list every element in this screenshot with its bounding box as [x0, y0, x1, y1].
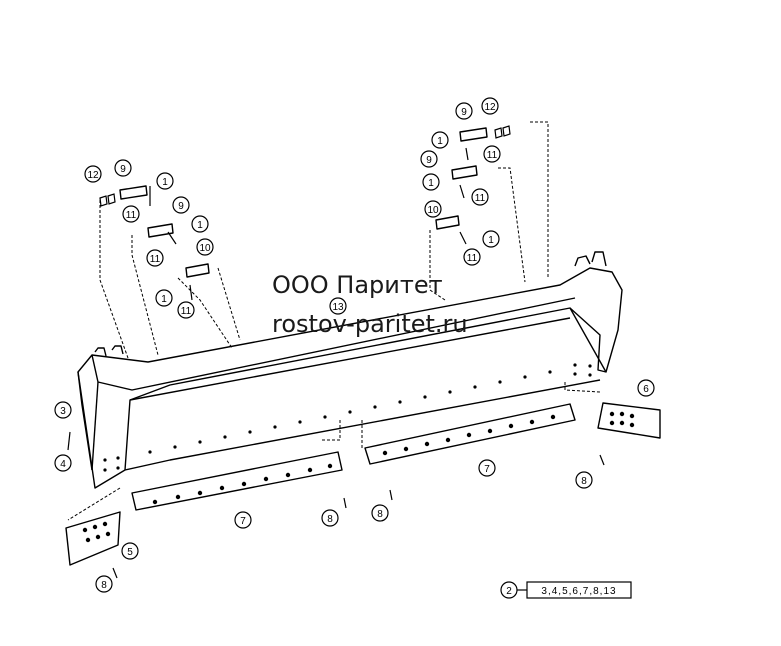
callout-1: 1: [161, 294, 167, 305]
callout-8: 8: [101, 580, 107, 591]
pin-10a: [185, 263, 210, 278]
pin-9c: [459, 127, 488, 142]
callout-labels: 9 12 1 11 9 1 11 10 1 11 13 9 12 1 11 9 …: [60, 102, 649, 597]
hardware: [67, 125, 605, 579]
end-bit-left: [65, 511, 121, 566]
callout-3: 3: [60, 406, 66, 417]
callout-1: 1: [428, 178, 434, 189]
callout-markers: [54, 97, 655, 599]
callout-8: 8: [377, 509, 383, 520]
cutting-edge-right: [364, 403, 576, 465]
callout-11: 11: [126, 210, 137, 221]
callout-11: 11: [467, 253, 478, 264]
callout-1: 1: [197, 220, 203, 231]
callout-1: 1: [162, 177, 168, 188]
callout-1: 1: [437, 136, 443, 147]
callout-6: 6: [643, 384, 649, 395]
callout-5: 5: [127, 547, 133, 558]
pin-10b: [435, 215, 460, 230]
cutting-edge-left: [131, 451, 343, 511]
callout-8: 8: [581, 476, 587, 487]
callout-11: 11: [487, 150, 498, 161]
pin-9d: [451, 165, 478, 180]
blade-body: [77, 251, 623, 489]
callout-11: 11: [150, 254, 161, 265]
assembly-components: 3,4,5,6,7,8,13: [541, 586, 616, 597]
callout-9: 9: [461, 107, 467, 118]
callout-1: 1: [488, 235, 494, 246]
callout-10: 10: [199, 243, 211, 254]
callout-11: 11: [181, 306, 192, 317]
assembly-legend: 3,4,5,6,7,8,13: [517, 581, 632, 599]
callout-10: 10: [427, 205, 439, 216]
callout-9: 9: [178, 201, 184, 212]
callout-13: 13: [332, 302, 344, 313]
callout-9: 9: [426, 155, 432, 166]
watermark-company: ООО Паритет: [272, 271, 443, 299]
assembly-callout-2: 2: [506, 586, 512, 597]
leader-lines: [67, 121, 601, 521]
callout-12: 12: [484, 102, 496, 113]
pin-9b: [147, 223, 174, 238]
callout-11: 11: [475, 193, 486, 204]
end-bit-right: [597, 402, 661, 439]
callout-7: 7: [484, 464, 490, 475]
callout-7: 7: [240, 516, 246, 527]
callout-8: 8: [327, 514, 333, 525]
callout-12: 12: [87, 170, 99, 181]
callout-4: 4: [60, 459, 66, 470]
watermark-site: rostov-paritet.ru: [272, 310, 468, 338]
pin-9a: [119, 185, 148, 200]
callout-9: 9: [120, 164, 126, 175]
bolt-holes: [82, 363, 635, 543]
